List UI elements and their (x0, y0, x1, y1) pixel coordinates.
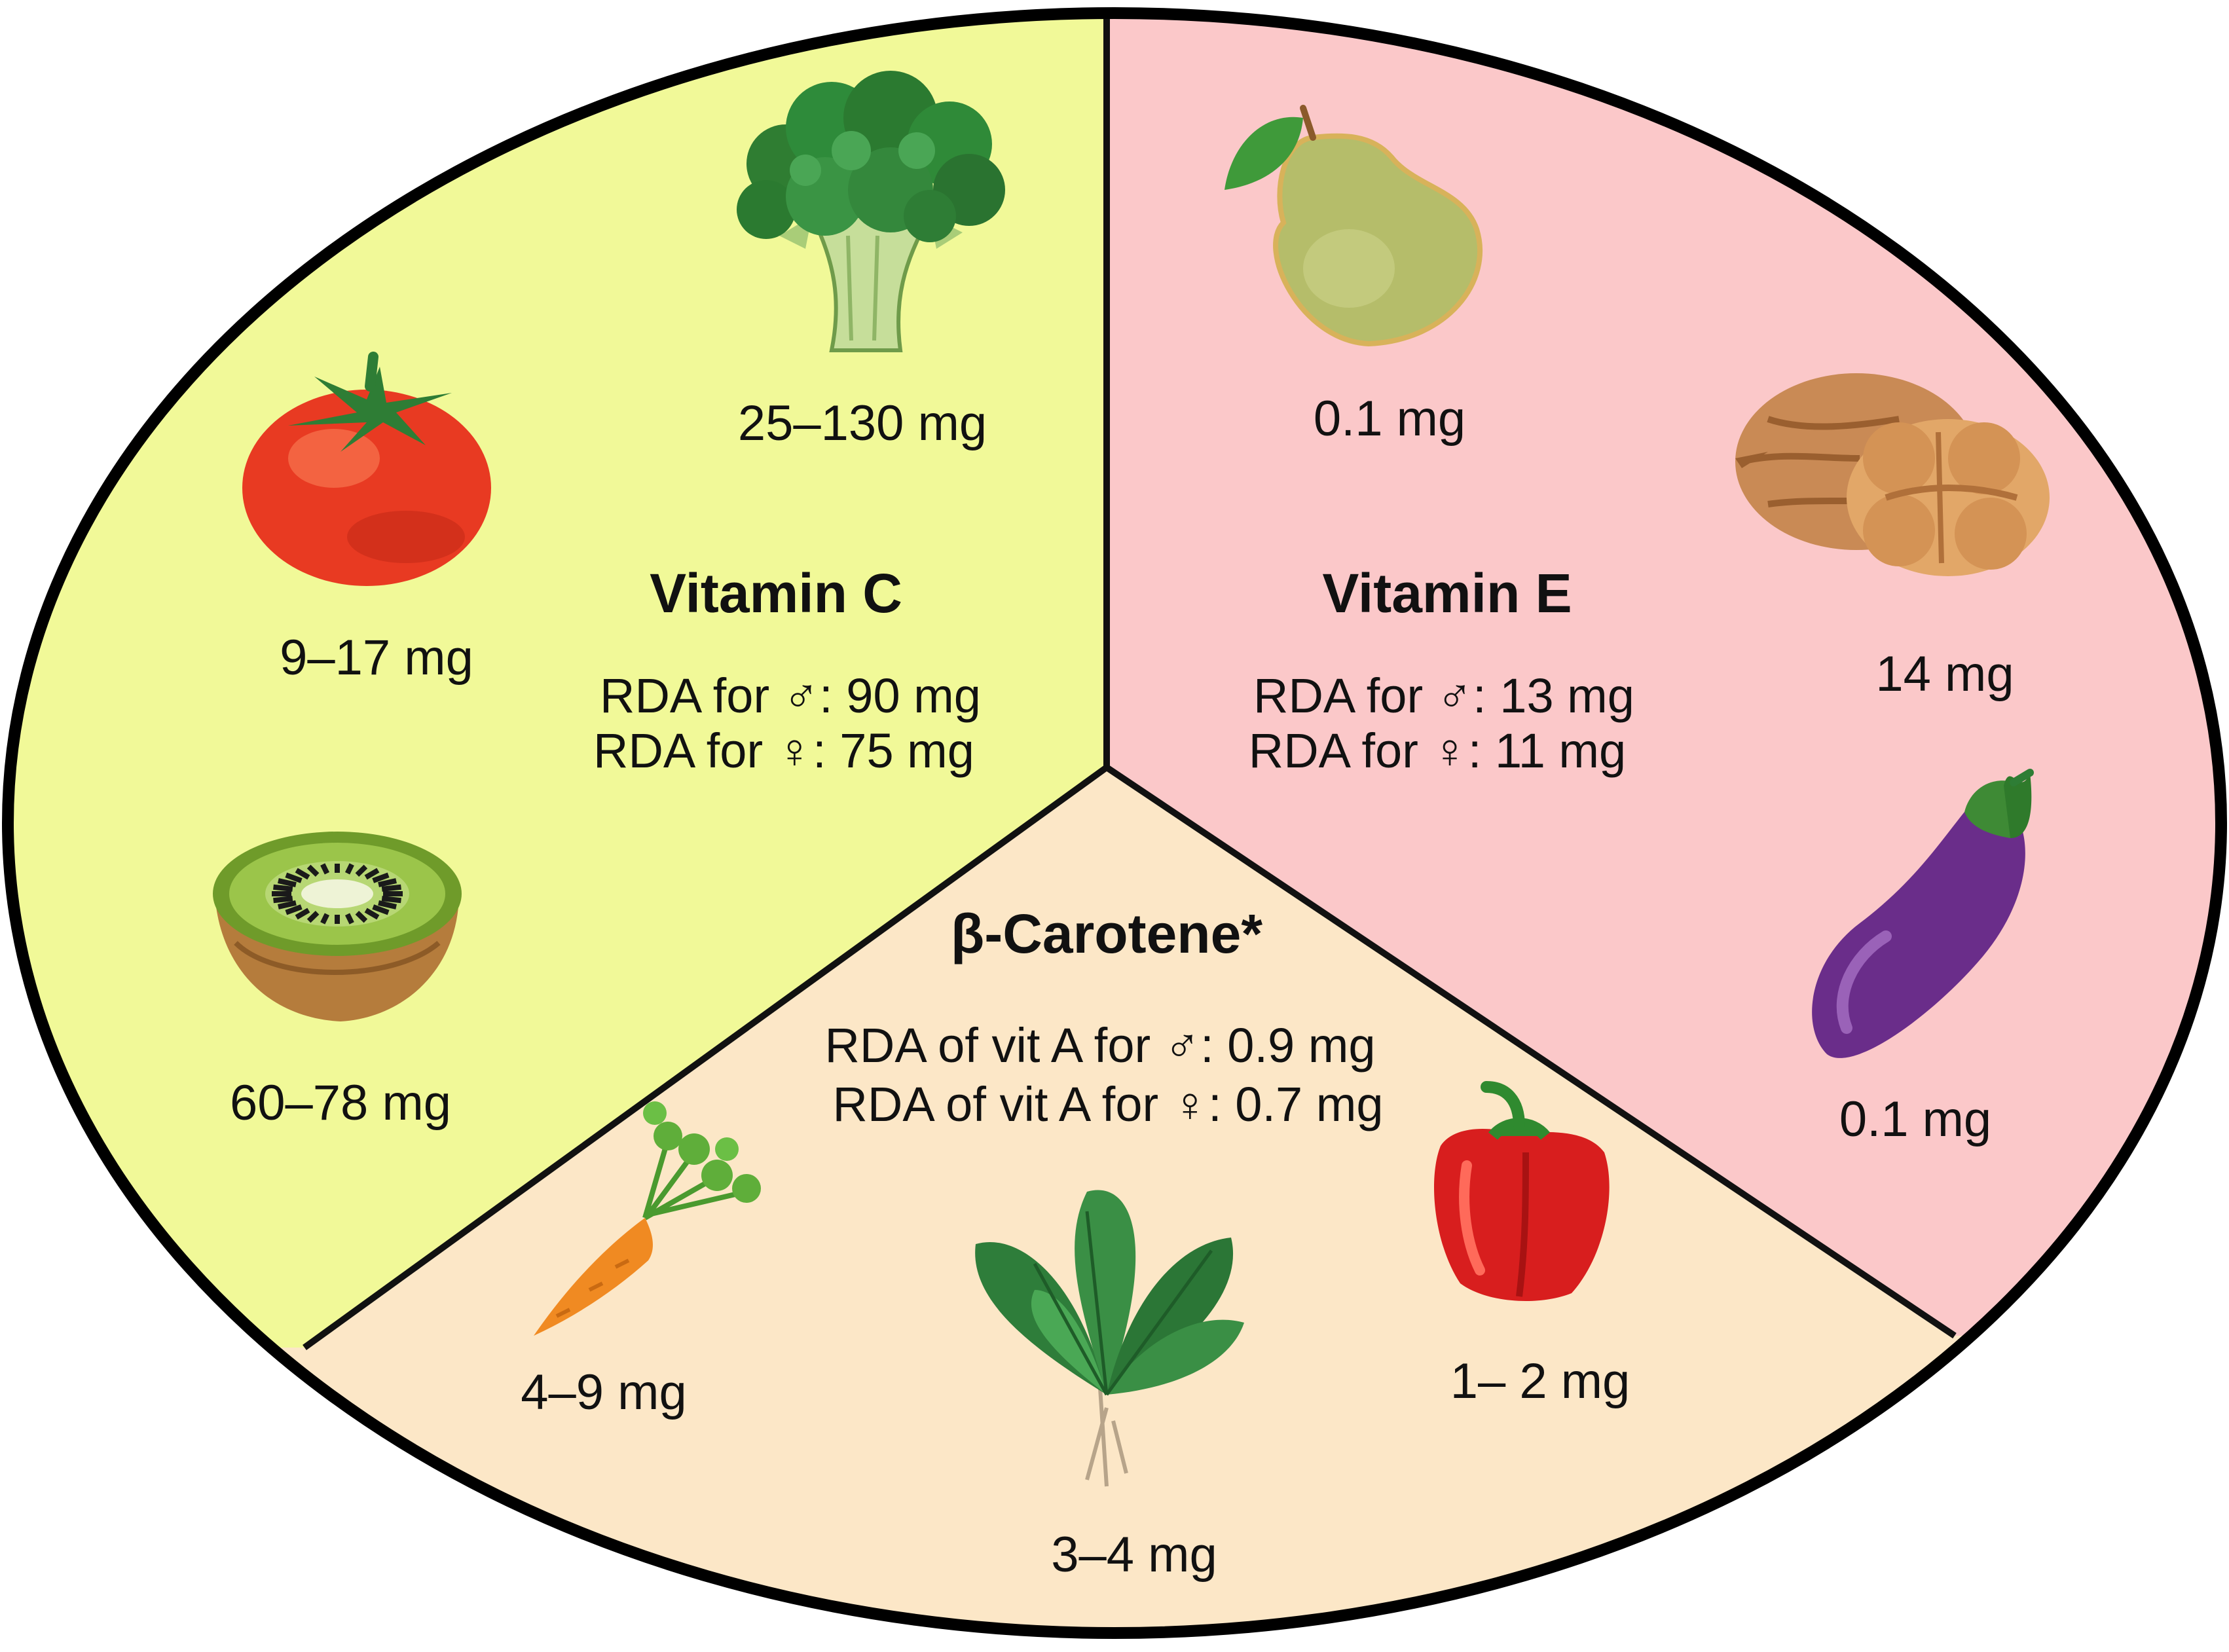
kiwi-seed (378, 900, 397, 909)
plate-outline (2, 7, 2227, 1639)
kiwi-icon (213, 832, 462, 1021)
kiwi-seed (372, 904, 390, 915)
kiwi-seed (344, 863, 354, 875)
kiwi-seed (306, 910, 320, 923)
vitamin-e-rda-male: RDA for ♂: 13 mg (1253, 669, 1634, 723)
vitamin-c-rda-male: RDA for ♂: 90 mg (600, 669, 981, 723)
vitamin-c-rda-female: RDA for ♀: 75 mg (593, 724, 974, 778)
kiwi-seed (285, 872, 303, 883)
kiwi-amount: 60–78 mg (230, 1075, 451, 1131)
tomato-icon (242, 352, 491, 586)
eggplant-icon (1812, 769, 2034, 1058)
vitamin-e-title: Vitamin E (1322, 562, 1572, 624)
carrot-icon (534, 1101, 761, 1336)
vitamin-e-rda-female: RDA for ♀: 11 mg (1249, 724, 1626, 778)
carrot-amount: 4–9 mg (521, 1365, 687, 1420)
broccoli-icon (737, 71, 1005, 352)
tomato-amount: 9–17 mg (280, 630, 473, 686)
kiwi-seed (273, 884, 293, 892)
beta-carotene-rda-male: RDA of vit A for ♂: 0.9 mg (824, 1018, 1375, 1073)
vitamin-c-title: Vitamin C (650, 562, 902, 624)
broccoli-amount: 25–130 mg (738, 395, 987, 451)
kiwi-seed (364, 868, 380, 880)
pear-amount: 0.1 mg (1314, 391, 1465, 447)
spinach-amount: 3–4 mg (1051, 1527, 1217, 1583)
kiwi-seed (295, 868, 310, 880)
kiwi-seed (273, 896, 293, 904)
kiwi-seed (381, 884, 401, 892)
kiwi-seed (278, 900, 297, 909)
kiwi-seed (306, 864, 320, 877)
kiwi-seed (344, 913, 354, 925)
kiwi-seed (364, 908, 380, 920)
divider-line-left (303, 764, 1109, 1351)
kiwi-seed (378, 878, 397, 888)
red-pepper-amount: 1– 2 mg (1450, 1353, 1630, 1409)
walnut-icon (1735, 373, 2050, 576)
kiwi-seed (320, 913, 330, 925)
kiwi-seed (355, 910, 368, 923)
divider-line-right (1105, 764, 1957, 1339)
kiwi-seed (320, 863, 330, 875)
spinach-icon (975, 1190, 1244, 1487)
walnut-amount: 14 mg (1875, 646, 2014, 702)
beta-carotene-rda-female: RDA of vit A for ♀: 0.7 mg (832, 1077, 1383, 1131)
beta-carotene-title: β-Carotene* (951, 903, 1262, 964)
kiwi-seed (295, 908, 310, 920)
kiwi-seed (381, 896, 401, 904)
pear-icon (1225, 105, 1483, 347)
kiwi-seed (355, 864, 368, 877)
kiwi-seed (278, 878, 297, 888)
kiwi-seed (285, 904, 303, 915)
kiwi-seed (372, 872, 390, 883)
eggplant-amount: 0.1 mg (1839, 1092, 1991, 1147)
red-pepper-icon (1434, 1081, 1610, 1301)
vitamin-c-sector (8, 13, 1107, 1348)
